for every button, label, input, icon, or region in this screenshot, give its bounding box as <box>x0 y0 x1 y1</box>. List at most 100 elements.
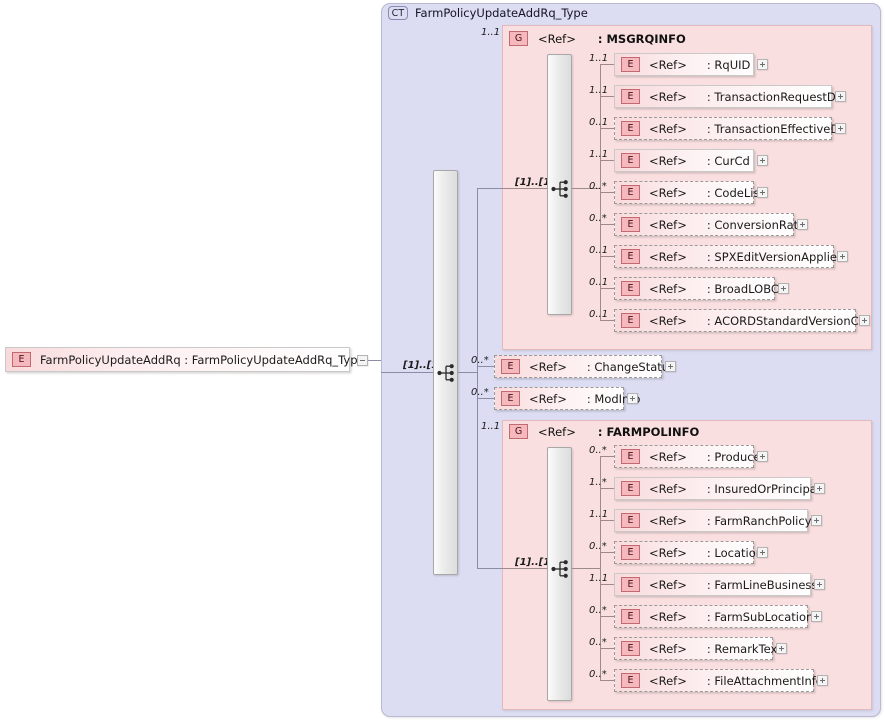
element-node-changestatus[interactable]: E <Ref> : ChangeStatus <box>494 355 675 378</box>
expand-toggle[interactable] <box>811 611 822 622</box>
connector-item <box>600 128 614 129</box>
expand-toggle[interactable] <box>757 547 768 558</box>
element-ref-word: <Ref> <box>649 249 687 264</box>
element-node-farmlinebusiness[interactable]: E <Ref> : FarmLineBusiness <box>614 573 817 596</box>
element-ref-word: <Ref> <box>649 153 687 168</box>
outer-sequence-mult: [1]..[1] <box>403 360 443 371</box>
element-name: : ConversionRate <box>706 217 806 232</box>
element-name: : InsuredOrPrincipal <box>706 481 820 496</box>
element-ref-word: <Ref> <box>649 449 687 464</box>
element-node-curcd[interactable]: E <Ref> : CurCd <box>614 149 754 172</box>
element-node-remarktext[interactable]: E <Ref> : RemarkText <box>614 637 782 660</box>
element-name: : CurCd <box>706 153 750 168</box>
root-element-node[interactable]: E FarmPolicyUpdateAddRq : FarmPolicyUpda… <box>5 347 365 372</box>
expand-toggle[interactable] <box>835 91 846 102</box>
expand-toggle[interactable] <box>817 675 828 686</box>
element-node-transactioneffectivedt[interactable]: E <Ref> : TransactionEffectiveDt <box>614 117 844 140</box>
connector-type-to-sequence <box>381 372 433 373</box>
element-node-modinfo[interactable]: E <Ref> : ModInfo <box>494 387 640 410</box>
modinfo-mult: 0..* <box>471 387 489 398</box>
item-mult: 0..* <box>589 181 607 192</box>
element-tag-icon: E <box>621 57 640 72</box>
expand-toggle[interactable] <box>665 361 676 372</box>
element-node-spxeditversionapplied[interactable]: E <Ref> : SPXEditVersionApplied <box>614 245 844 268</box>
connector-item <box>600 192 614 193</box>
connector-to-changestatus <box>477 366 494 367</box>
element-node-location[interactable]: E <Ref> : Location <box>614 541 763 564</box>
element-tag-icon: E <box>621 153 640 168</box>
group-tag-icon: G <box>509 31 528 46</box>
element-node-farmsublocation[interactable]: E <Ref> : FarmSubLocation <box>614 605 813 628</box>
complextype-header: CT FarmPolicyUpdateAddRq_Type <box>388 6 588 20</box>
element-tag-icon: E <box>621 185 640 200</box>
expand-toggle[interactable] <box>837 251 848 262</box>
connector-root-to-type <box>368 360 381 361</box>
expand-toggle[interactable] <box>776 643 787 654</box>
element-name: : RemarkText <box>706 641 782 656</box>
group2-branch-stub <box>572 568 601 569</box>
item-mult: 0..* <box>589 669 607 680</box>
element-node-broadlobcd[interactable]: E <Ref> : BroadLOBCd <box>614 277 786 300</box>
element-node-conversionrate[interactable]: E <Ref> : ConversionRate <box>614 213 805 236</box>
element-node-insuredorprincipal[interactable]: E <Ref> : InsuredOrPrincipal <box>614 477 820 500</box>
element-name: : Producer <box>706 449 766 464</box>
element-ref-word: <Ref> <box>649 121 687 136</box>
item-mult: 1..1 <box>589 85 609 96</box>
connector-item <box>600 552 614 553</box>
element-node-codelist[interactable]: E <Ref> : CodeList <box>614 181 764 204</box>
element-ref-word: <Ref> <box>649 217 687 232</box>
connector-to-group-farmpolinfo <box>477 568 502 569</box>
expand-toggle[interactable] <box>757 451 768 462</box>
sequence-compositor-icon <box>437 364 454 382</box>
element-ref-word: <Ref> <box>649 281 687 296</box>
element-node-fileattachmentinfo[interactable]: E <Ref> : FileAttachmentInfo <box>614 669 823 692</box>
sequence-compositor-icon <box>551 560 568 578</box>
item-mult: 0..1 <box>589 309 609 320</box>
item-mult: 0..* <box>589 605 607 616</box>
element-node-acordstandardversioncd[interactable]: E <Ref> : ACORDStandardVersionCd <box>614 309 866 332</box>
element-node-transactionrequestdt[interactable]: E <Ref> : TransactionRequestDt <box>614 85 840 108</box>
expand-toggle[interactable] <box>797 219 808 230</box>
element-ref-word: <Ref> <box>649 545 687 560</box>
element-name: : TransactionRequestDt <box>706 89 841 104</box>
element-tag-icon: E <box>501 359 520 374</box>
expand-toggle[interactable] <box>811 515 822 526</box>
element-ref-word: <Ref> <box>649 313 687 328</box>
expand-toggle[interactable] <box>757 155 768 166</box>
expand-toggle[interactable] <box>757 187 768 198</box>
root-collapse-toggle[interactable] <box>357 355 368 366</box>
element-ref-word: <Ref> <box>529 359 567 374</box>
element-name: : BroadLOBCd <box>706 281 787 296</box>
item-mult: 1..1 <box>589 573 609 584</box>
expand-toggle[interactable] <box>814 579 825 590</box>
connector-item <box>600 616 614 617</box>
element-tag-icon: E <box>621 577 640 592</box>
element-node-producer[interactable]: E <Ref> : Producer <box>614 445 765 468</box>
connector-item <box>600 320 614 321</box>
expand-toggle[interactable] <box>778 283 789 294</box>
complextype-title: FarmPolicyUpdateAddRq_Type <box>415 6 588 20</box>
element-name: : FarmLineBusiness <box>706 577 818 592</box>
element-tag-icon: E <box>12 352 31 367</box>
element-node-rquid[interactable]: E <Ref> : RqUID <box>614 53 754 76</box>
connector-item <box>600 488 614 489</box>
element-name: : TransactionEffectiveDt <box>706 121 844 136</box>
expand-toggle[interactable] <box>757 59 768 70</box>
connector-group2-to-sequence <box>502 568 547 569</box>
element-node-farmranchpolicy[interactable]: E <Ref> : FarmRanchPolicy <box>614 509 812 532</box>
expand-toggle[interactable] <box>859 315 870 326</box>
connector-item <box>600 456 614 457</box>
element-tag-icon: E <box>621 513 640 528</box>
element-tag-icon: E <box>621 313 640 328</box>
element-name: : Location <box>706 545 764 560</box>
group1-sequence-mult: [1]..[1] <box>515 177 555 188</box>
expand-toggle[interactable] <box>835 123 846 134</box>
element-ref-word: <Ref> <box>529 391 567 406</box>
element-tag-icon: E <box>621 673 640 688</box>
element-name: : RqUID <box>706 57 751 72</box>
connector-item <box>600 160 614 161</box>
item-mult: 1..1 <box>589 149 609 160</box>
expand-toggle[interactable] <box>814 483 825 494</box>
expand-toggle[interactable] <box>627 393 638 404</box>
